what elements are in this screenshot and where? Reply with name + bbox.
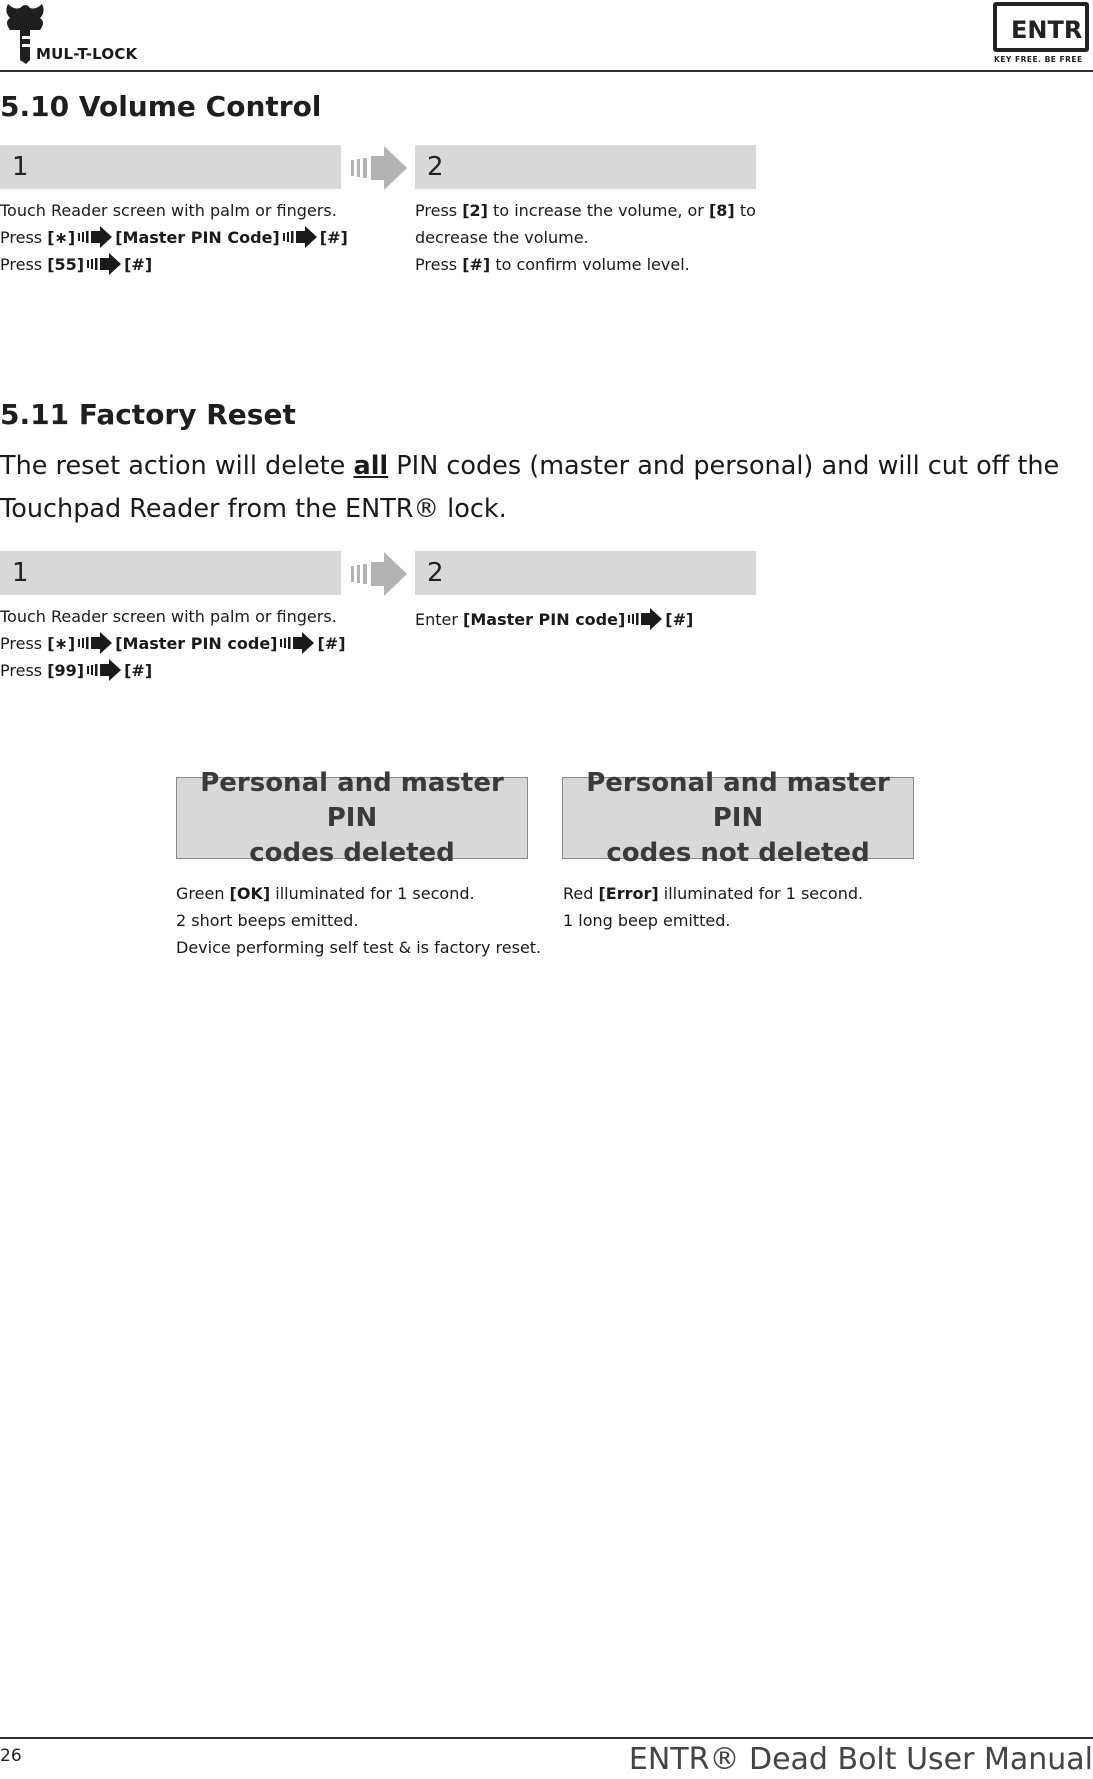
volume-step1-line3: Press [55] [#] xyxy=(0,251,348,278)
reset-step1-line2: Press [∗] [Master PIN code] [#] xyxy=(0,630,346,657)
volume-step2-line3: Press [#] to confirm volume level. xyxy=(415,251,756,278)
key-master-pin: [Master PIN code] xyxy=(463,610,626,629)
volume-step1-instructions: Touch Reader screen with palm or fingers… xyxy=(0,197,348,278)
reset-intro-line2: Touchpad Reader from the ENTR® lock. xyxy=(0,494,507,524)
press-text: Press xyxy=(0,228,48,247)
header-rule xyxy=(0,70,1093,72)
section-heading-volume: 5.10 Volume Control xyxy=(0,90,322,123)
intro-text: The reset action will delete xyxy=(0,451,354,481)
result-text: Green xyxy=(176,884,230,903)
result-success-line2: 2 short beeps emitted. xyxy=(176,911,359,930)
result-failure-details: Red [Error] illuminated for 1 second. 1 … xyxy=(563,880,863,934)
intro-text: PIN codes (master and personal) and will… xyxy=(388,451,1060,481)
volume-step1-line2: Press [∗] [Master PIN Code] [#] xyxy=(0,224,348,251)
result-success-box: Personal and master PIN codes deleted xyxy=(176,768,528,868)
reset-step2-line1: Enter [Master PIN code] [#] xyxy=(415,606,693,633)
reset-step2-number: 2 xyxy=(427,558,444,588)
press-arrow-icon xyxy=(87,253,121,275)
key-hash: [#] xyxy=(124,661,153,680)
press-text: Press xyxy=(415,255,463,274)
volume-step2-line2: decrease the volume. xyxy=(415,228,589,247)
step-arrow-icon xyxy=(351,549,407,599)
key-hash: [#] xyxy=(462,255,491,274)
instruction-text: to increase the volume, or xyxy=(487,201,709,220)
reset-intro-paragraph: The reset action will delete all PIN cod… xyxy=(0,445,1080,531)
result-text: illuminated for 1 second. xyxy=(270,884,475,903)
entr-logo: ENTR KEY FREE. BE FREE xyxy=(993,0,1093,68)
press-text: Press xyxy=(0,634,48,653)
section-heading-reset: 5.11 Factory Reset xyxy=(0,398,296,431)
result-success-line3: Device performing self test & is factory… xyxy=(176,938,542,957)
step-arrow-icon xyxy=(351,143,407,193)
brand-logo-text: MUL-T-LOCK xyxy=(36,45,138,63)
result-text: illuminated for 1 second. xyxy=(658,884,864,903)
result-success-line1: Green [OK] illuminated for 1 second. xyxy=(176,880,541,907)
instruction-text: to confirm volume level. xyxy=(490,255,690,274)
key-hash: [#] xyxy=(665,610,694,629)
press-arrow-icon xyxy=(280,632,314,654)
result-failure-title: Personal and master PIN codes not delete… xyxy=(586,767,890,868)
key-2: [2] xyxy=(462,201,488,220)
press-arrow-icon xyxy=(283,226,317,248)
result-failure-line2: 1 long beep emitted. xyxy=(563,911,731,930)
footer-rule xyxy=(0,1737,1093,1739)
intro-emphasis: all xyxy=(353,451,389,481)
page-number: 26 xyxy=(0,1746,22,1766)
reset-step2-instructions: Enter [Master PIN code] [#] xyxy=(415,606,693,633)
key-master-pin: [Master PIN Code] xyxy=(115,228,280,247)
reset-step1-instructions: Touch Reader screen with palm or fingers… xyxy=(0,603,346,684)
key-hash: [#] xyxy=(319,228,348,247)
entr-logo-frame: ENTR xyxy=(993,2,1089,52)
key-master-pin: [Master PIN code] xyxy=(115,634,278,653)
entr-logo-word: ENTR xyxy=(1011,16,1083,44)
key-ok: [OK] xyxy=(229,884,271,903)
volume-step1-box: 1 xyxy=(0,145,341,189)
reset-step1-line1: Touch Reader screen with palm or fingers… xyxy=(0,607,337,626)
result-text: Red xyxy=(563,884,599,903)
enter-text: Enter xyxy=(415,610,464,629)
footer-title: ENTR® Dead Bolt User Manual xyxy=(628,1742,1093,1777)
reset-step1-box: 1 xyxy=(0,551,341,595)
brand-logo: MUL-T-LOCK xyxy=(0,0,170,68)
result-success-details: Green [OK] illuminated for 1 second. 2 s… xyxy=(176,880,541,961)
key-error: [Error] xyxy=(598,884,659,903)
volume-step1-line1: Touch Reader screen with palm or fingers… xyxy=(0,201,337,220)
press-text: Press xyxy=(0,255,48,274)
press-text: Press xyxy=(415,201,463,220)
key-star: [∗] xyxy=(47,228,76,247)
result-success-title: Personal and master PIN codes deleted xyxy=(200,767,504,868)
volume-step1-number: 1 xyxy=(12,152,29,182)
press-arrow-icon xyxy=(87,659,121,681)
press-text: Press xyxy=(0,661,48,680)
result-failure-line1: Red [Error] illuminated for 1 second. xyxy=(563,880,863,907)
volume-step2-line1: Press [2] to increase the volume, or [8]… xyxy=(415,197,756,224)
entr-logo-tagline: KEY FREE. BE FREE xyxy=(994,55,1083,64)
reset-step2-box: 2 xyxy=(415,551,756,595)
instruction-text: to xyxy=(734,201,756,220)
volume-step2-box: 2 xyxy=(415,145,756,189)
key-hash: [#] xyxy=(317,634,346,653)
result-failure-box: Personal and master PIN codes not delete… xyxy=(562,768,914,868)
volume-step2-number: 2 xyxy=(427,152,444,182)
key-99: [99] xyxy=(47,661,85,680)
reset-step1-number: 1 xyxy=(12,558,29,588)
press-arrow-icon xyxy=(78,632,112,654)
key-star: [∗] xyxy=(47,634,76,653)
key-hash: [#] xyxy=(124,255,153,274)
reset-intro-line1: The reset action will delete all PIN cod… xyxy=(0,445,1080,488)
volume-step2-instructions: Press [2] to increase the volume, or [8]… xyxy=(415,197,756,278)
key-55: [55] xyxy=(47,255,85,274)
press-arrow-icon xyxy=(78,226,112,248)
key-8: [8] xyxy=(708,201,735,220)
key-logo-icon xyxy=(6,4,44,64)
reset-step1-line3: Press [99] [#] xyxy=(0,657,346,684)
press-arrow-icon xyxy=(628,608,662,630)
